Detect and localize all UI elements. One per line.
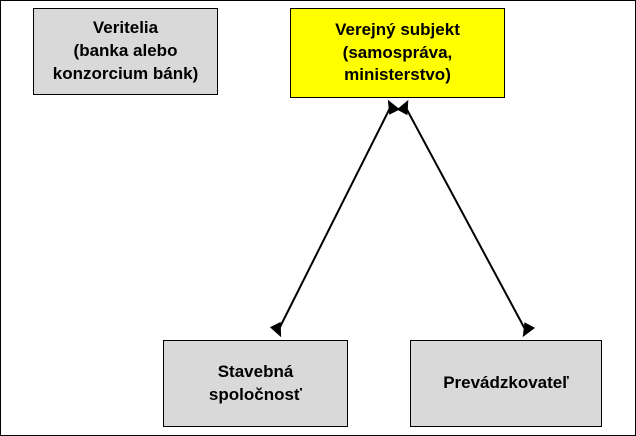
node-operator[interactable]: Prevádzkovateľ (410, 340, 602, 427)
node-public-subject[interactable]: Verejný subjekt (samospráva, ministerstv… (290, 8, 505, 98)
connector-public-to-construction (269, 99, 400, 338)
node-creditor[interactable]: Veritelia (banka alebo konzorcium bánk) (33, 8, 218, 95)
node-construction-company[interactable]: Stavebná spoločnosť (163, 340, 348, 427)
connector-public-to-operator (396, 99, 536, 338)
